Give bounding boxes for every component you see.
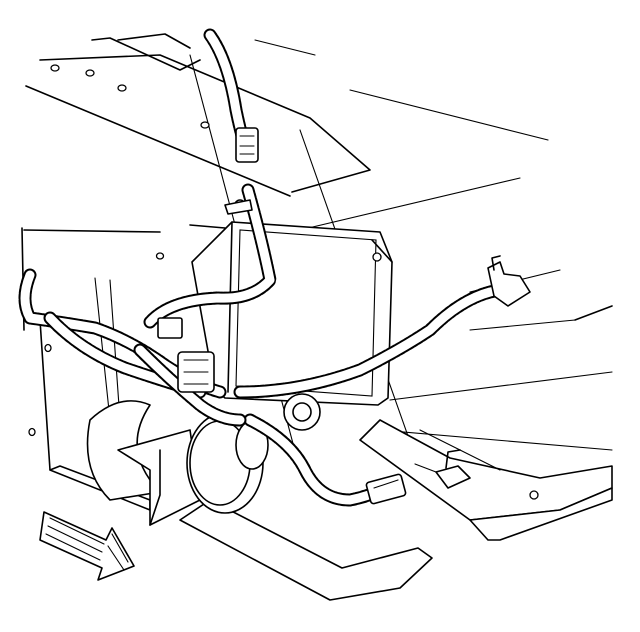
bracket-plate bbox=[191, 221, 393, 406]
horn bbox=[49, 400, 269, 526]
electrical-connector bbox=[157, 127, 407, 505]
harness-clip bbox=[224, 199, 531, 489]
frame-holes bbox=[28, 64, 210, 437]
front-direction-arrow bbox=[39, 511, 135, 581]
